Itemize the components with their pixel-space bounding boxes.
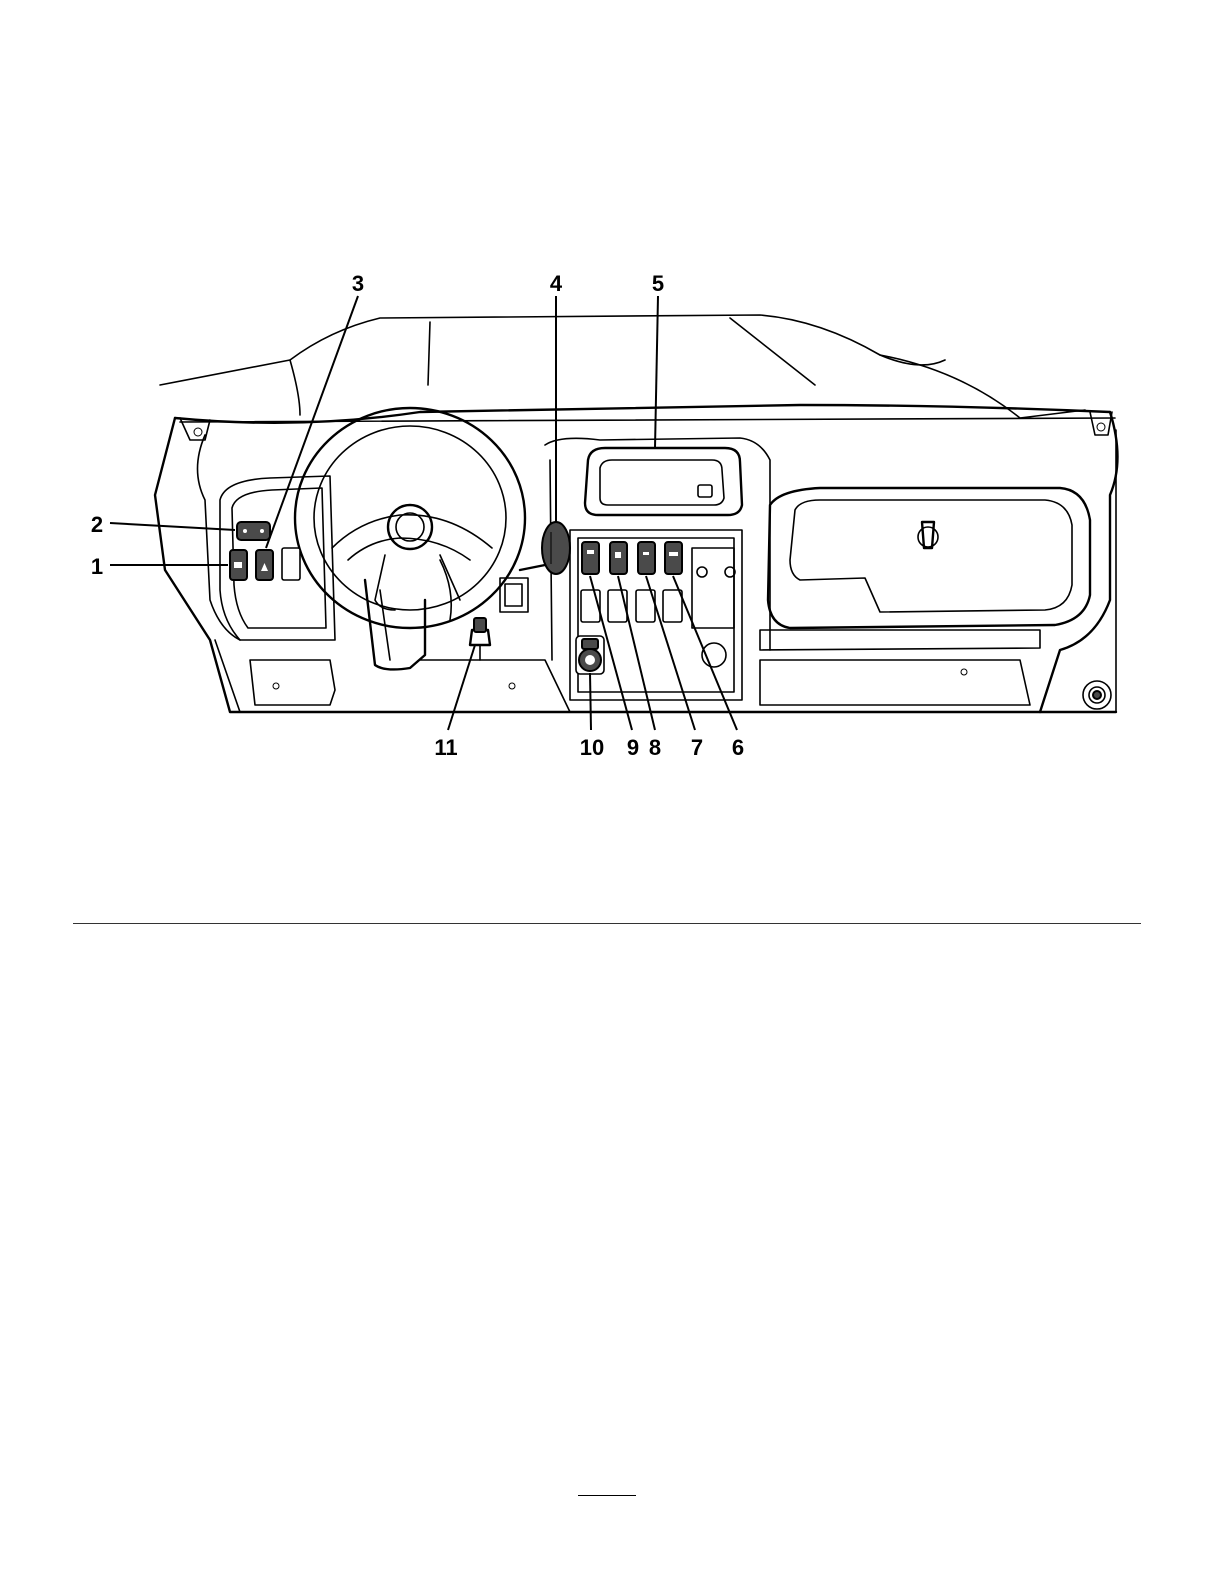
callout-1: 1	[91, 554, 103, 579]
callout-2: 2	[91, 512, 103, 537]
callout-3: 3	[352, 271, 364, 296]
callout-5: 5	[652, 271, 664, 296]
callout-7: 7	[691, 735, 703, 760]
switch-2	[237, 522, 270, 540]
callout-8: 8	[649, 735, 661, 760]
callout-10: 10	[580, 735, 604, 760]
switch-6	[665, 542, 682, 574]
switch-9	[582, 542, 599, 574]
section-divider	[73, 923, 1141, 924]
callout-9: 9	[627, 735, 639, 760]
callout-4: 4	[550, 271, 563, 296]
leader-lines	[110, 296, 737, 730]
footer-rule	[578, 1495, 636, 1496]
switch-7	[638, 542, 655, 574]
dashboard-diagram: 1 2 3 4 5 6 7 8 9 10 11	[0, 0, 1224, 800]
callout-6: 6	[732, 735, 744, 760]
callout-11: 11	[434, 735, 457, 760]
